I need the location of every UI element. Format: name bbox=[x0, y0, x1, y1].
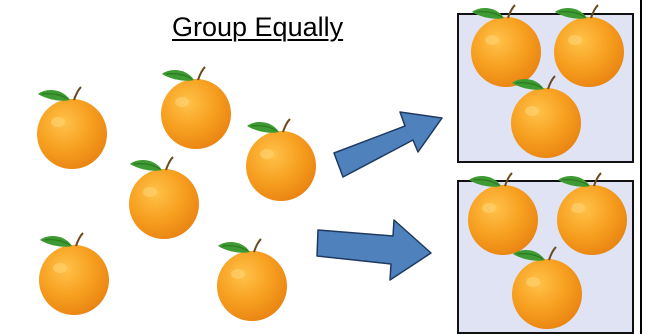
group-box-2 bbox=[457, 180, 634, 334]
arrow-up-right bbox=[333, 111, 443, 178]
orange-icon bbox=[36, 86, 108, 170]
orange-icon bbox=[38, 232, 110, 316]
orange-icon bbox=[128, 156, 200, 240]
orange-icon bbox=[245, 118, 317, 202]
orange-icon bbox=[216, 238, 288, 322]
page-title: Group Equally bbox=[172, 12, 344, 42]
orange-icon bbox=[160, 66, 232, 150]
slide-border bbox=[640, 0, 642, 334]
arrow-right bbox=[316, 219, 432, 281]
group-box-1 bbox=[457, 13, 634, 163]
